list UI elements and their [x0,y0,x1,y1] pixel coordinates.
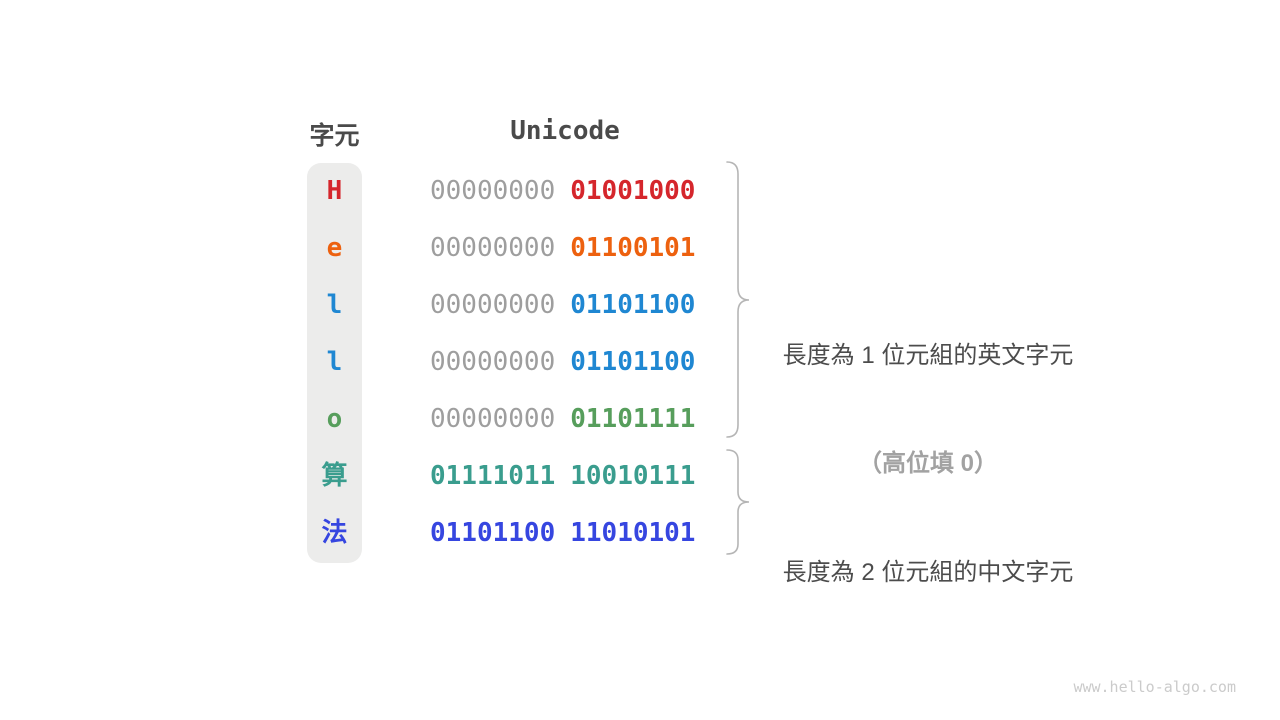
low-byte: 11010101 [570,518,696,548]
character-cell: 法 [321,518,348,548]
low-byte: 01001000 [570,176,696,206]
unicode-binary: 00000000 01100101 [430,220,695,277]
annotation-line2: （高位填 0） [857,450,998,477]
annotation-line1: 長度為 1 位元組的英文字元 [782,342,1074,369]
low-byte: 10010111 [570,461,696,491]
high-byte: 00000000 [430,404,556,434]
high-byte: 00000000 [430,347,556,377]
unicode-binary: 01111011 10010111 [430,448,695,505]
high-byte: 01111011 [430,461,556,491]
table-row: l 00000000 01101100 [0,334,1280,391]
annotation-line1: 長度為 2 位元組的中文字元 [782,559,1074,586]
character-cell: o [326,404,343,434]
char-column-header: 字元 [309,121,360,150]
unicode-binary: 00000000 01101100 [430,334,695,391]
table-row: e 00000000 01100101 [0,220,1280,277]
low-byte: 01100101 [570,233,696,263]
low-byte: 01101100 [570,290,696,320]
high-byte: 00000000 [430,290,556,320]
annotation-english-chars: 長度為 1 位元組的英文字元 （高位填 0） [768,266,1088,554]
table-row: l 00000000 01101100 [0,277,1280,334]
unicode-binary: 00000000 01001000 [430,163,695,220]
high-byte: 01101100 [430,518,556,548]
table-row: 算 01111011 10010111 [0,448,1280,505]
character-cell: e [326,233,343,263]
watermark: www.hello-algo.com [1073,678,1236,696]
annotation-chinese-chars: 長度為 2 位元組的中文字元 [768,483,1088,663]
brace-english-group-icon [726,161,750,438]
high-byte: 00000000 [430,233,556,263]
brace-chinese-group-icon [726,449,750,555]
character-cell: H [326,176,343,206]
low-byte: 01101111 [570,404,696,434]
character-column-background [307,163,362,563]
character-cell: l [326,347,343,377]
character-cell: l [326,290,343,320]
character-cell: 算 [321,461,348,491]
table-row: o 00000000 01101111 [0,391,1280,448]
table-row: H 00000000 01001000 [0,163,1280,220]
unicode-binary: 00000000 01101111 [430,391,695,448]
unicode-binary: 00000000 01101100 [430,277,695,334]
unicode-binary: 01101100 11010101 [430,505,695,562]
high-byte: 00000000 [430,176,556,206]
table-row: 法 01101100 11010101 [0,505,1280,562]
unicode-column-header: Unicode [510,116,620,146]
low-byte: 01101100 [570,347,696,377]
